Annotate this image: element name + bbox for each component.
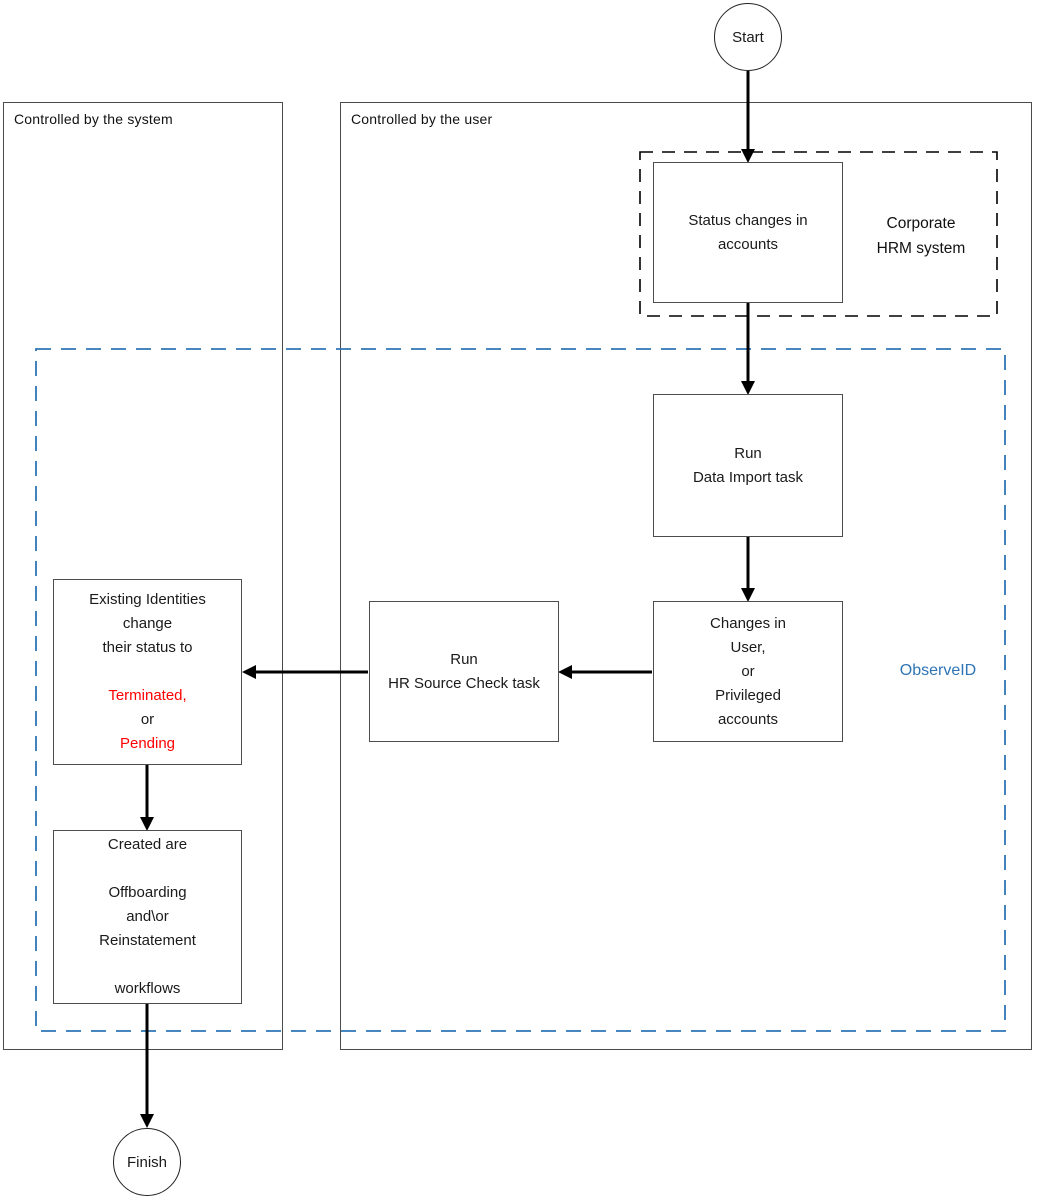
node-text-line-terminated: Terminated, — [108, 687, 187, 704]
hrm-label-line: Corporate — [886, 215, 956, 232]
node-status-changes-in-accounts: Status changes in accounts — [653, 162, 843, 303]
finish-label: Finish — [126, 1153, 167, 1171]
node-text-line — [54, 953, 241, 977]
observeid-group-label: ObserveID — [899, 662, 977, 679]
node-existing-identities-status: Existing Identities change their status … — [53, 579, 242, 765]
hrm-group-label: Corporate HRM system — [843, 211, 999, 261]
node-text-line: workflows — [114, 980, 181, 997]
node-text-line — [54, 660, 241, 684]
node-text-line: Status changes in — [688, 211, 808, 229]
node-run-data-import-task: Run Data Import task — [653, 394, 843, 537]
node-text-line: Changes in — [710, 614, 786, 632]
node-text-line: Run — [450, 650, 478, 668]
node-text-line: Data Import task — [692, 468, 804, 486]
node-text-line: accounts — [717, 235, 779, 253]
node-run-hr-source-check-task: Run HR Source Check task — [369, 601, 559, 742]
node-text-line: Privileged — [715, 686, 781, 704]
node-changes-in-user-or-privileged-accounts: Changes in User, or Privileged accounts — [653, 601, 843, 742]
node-text-line-pending: Pending — [119, 735, 176, 752]
node-text-line: or — [140, 711, 155, 728]
start-label: Start — [732, 28, 764, 46]
node-text-line: Created are — [107, 836, 188, 853]
node-text-line: HR Source Check task — [388, 674, 540, 692]
node-text-line: Reinstatement — [99, 932, 196, 949]
node-text-line: or — [741, 662, 755, 680]
container-user-label: Controlled by the user — [351, 111, 493, 127]
node-text-line: change — [122, 615, 173, 632]
node-text-line — [54, 857, 241, 881]
node-text-line: Existing Identities — [89, 591, 206, 608]
node-text-line: and\or — [126, 908, 169, 925]
container-system-label: Controlled by the system — [14, 111, 173, 127]
node-text-line: Run — [734, 444, 762, 462]
node-created-workflows: Created are Offboarding and\or Reinstate… — [53, 830, 242, 1004]
hrm-label-line: HRM system — [876, 240, 966, 257]
finish-terminal: Finish — [113, 1128, 181, 1196]
node-text-line: Offboarding — [108, 884, 187, 901]
node-text-line: User, — [730, 638, 766, 656]
node-text-line: their status to — [102, 639, 193, 656]
start-terminal: Start — [714, 3, 782, 71]
node-text-line: accounts — [717, 710, 779, 728]
